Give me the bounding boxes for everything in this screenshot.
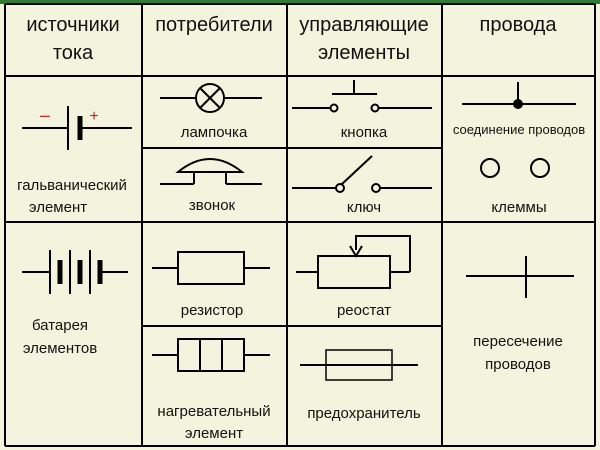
header-wires: провода — [480, 14, 558, 36]
label-crossing-line2: проводов — [485, 356, 551, 373]
wire-crossing-symbol — [466, 256, 574, 298]
header-controls-line2: элементы — [318, 42, 410, 64]
rheostat-symbol — [296, 235, 411, 289]
label-fuse: предохранитель — [307, 405, 421, 422]
label-button: кнопка — [341, 124, 388, 141]
push-button-symbol — [292, 80, 432, 113]
fuse-symbol — [300, 349, 418, 381]
label-bell: звонок — [189, 197, 236, 214]
label-lamp: лампочка — [181, 124, 248, 141]
table-grid — [4, 3, 596, 447]
header-sources-line1: источники — [26, 14, 119, 36]
label-heater-line1: нагревательный — [157, 403, 270, 420]
label-battery-line2: элементов — [23, 340, 97, 357]
header-consumers: потребители — [155, 14, 273, 36]
label-rheostat: реостат — [337, 302, 391, 319]
bell-symbol — [160, 158, 262, 185]
plus-sign: + — [89, 108, 98, 125]
label-crossing-line1: пересечение — [473, 333, 563, 350]
top-strip — [0, 0, 600, 4]
header-controls-line1: управляющие — [299, 14, 429, 36]
wire-junction-symbol — [462, 82, 576, 109]
label-terminals: клеммы — [491, 199, 546, 216]
minus-sign: – — [40, 105, 50, 125]
header-sources-line2: тока — [53, 42, 94, 64]
label-heater-line2: элемент — [185, 425, 243, 442]
label-junction: соединение проводов — [453, 122, 585, 137]
label-key: ключ — [347, 199, 381, 216]
lamp-symbol — [160, 83, 262, 113]
switch-key-symbol — [292, 155, 432, 193]
label-battery-line1: батарея — [32, 317, 88, 334]
resistor-symbol — [152, 251, 270, 285]
label-galvanic-line2: элемент — [29, 199, 87, 216]
galvanic-cell-symbol — [22, 106, 132, 150]
battery-symbol — [22, 250, 128, 294]
label-resistor: резистор — [181, 302, 244, 319]
terminals-symbol — [480, 158, 550, 178]
label-galvanic-line1: гальванический — [17, 177, 127, 194]
heater-symbol — [152, 338, 270, 372]
